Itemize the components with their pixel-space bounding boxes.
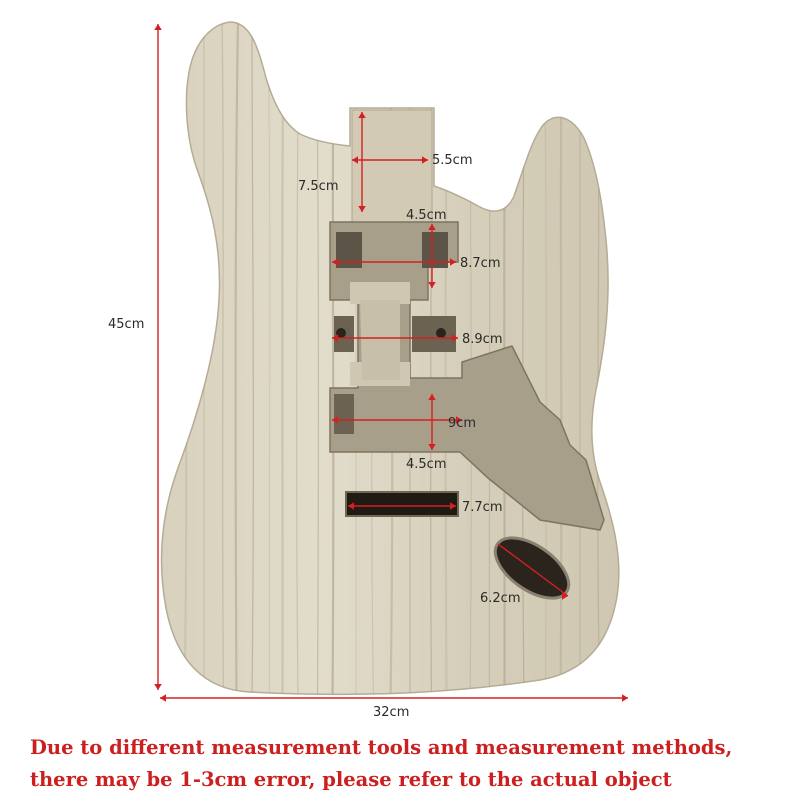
cavity-center-block xyxy=(360,300,400,380)
bridge-pickup-depth-label: 4.5cm xyxy=(406,458,447,471)
pickup-slot-bridge-left xyxy=(334,394,354,434)
bridge-slot-width-label: 7.7cm xyxy=(462,501,503,514)
height-label: 45cm xyxy=(108,318,144,331)
width-arrow-left xyxy=(160,694,166,702)
grain-line xyxy=(185,20,187,700)
disclaimer-line-2: there may be 1-3cm error, please refer t… xyxy=(30,764,780,796)
height-arrow-top xyxy=(154,24,162,30)
middle-pickup-width-label: 8.9cm xyxy=(462,333,503,346)
pickup-slot-mid-right xyxy=(412,316,456,352)
neck-pocket xyxy=(352,110,432,222)
neck-pickup-width-label: 8.7cm xyxy=(460,257,501,270)
bridge-slot xyxy=(346,492,458,516)
disclaimer-line-1: Due to different measurement tools and m… xyxy=(30,732,780,764)
neck-pocket-width-label: 5.5cm xyxy=(432,154,473,167)
disclaimer-caption: Due to different measurement tools and m… xyxy=(30,732,780,796)
neck-pickup-depth-label: 4.5cm xyxy=(406,209,447,222)
mount-hole-right xyxy=(436,328,446,338)
width-label: 32cm xyxy=(373,706,409,719)
height-arrow-bottom xyxy=(154,684,162,690)
grain-line xyxy=(333,20,335,700)
width-arrow-right xyxy=(622,694,628,702)
neck-pocket-length-label: 7.5cm xyxy=(298,180,339,193)
jack-cavity-label: 6.2cm xyxy=(480,592,521,605)
bridge-pickup-width-label: 9cm xyxy=(448,417,476,430)
